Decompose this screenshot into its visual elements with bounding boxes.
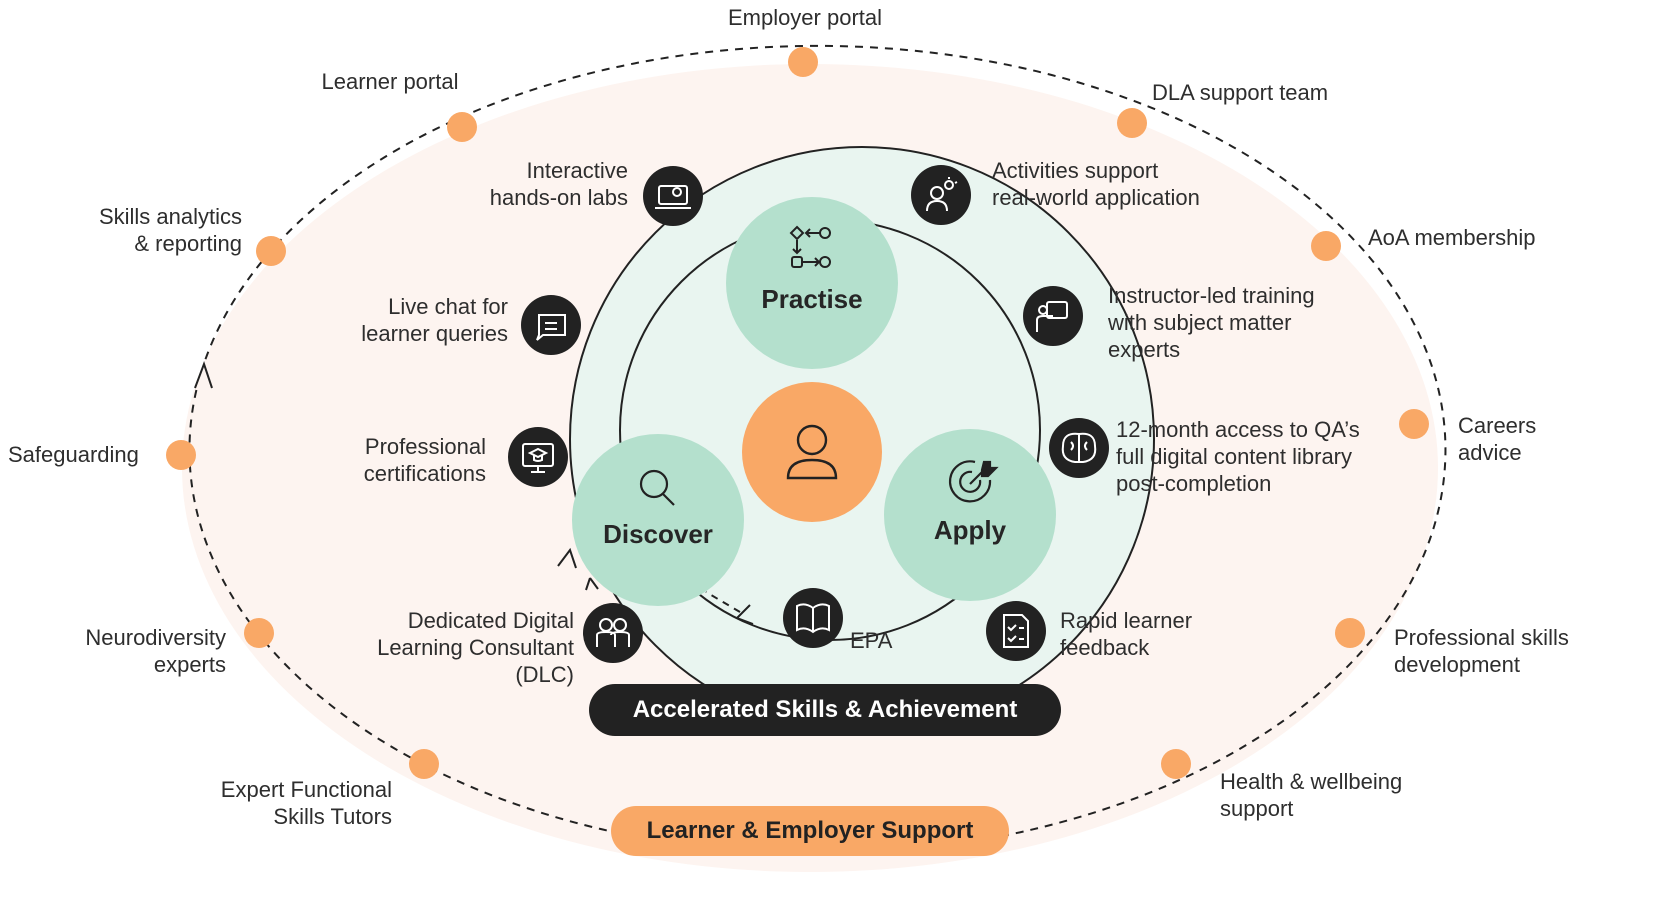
inner-label-dedicated-dlc: Dedicated Digital Learning Consultant (D…	[377, 608, 574, 687]
inner-label-rapid-learner-feedback: Rapid learner feedback	[1060, 608, 1193, 660]
inner-label-instructor-led-training: Instructor-led training with subject mat…	[1108, 283, 1315, 362]
outer-banner-bg	[611, 806, 1009, 856]
outer-node-dot-expert-functional-skills-tutors	[409, 749, 439, 779]
inner-node-interactive-labs	[643, 166, 703, 226]
outer-node-dot-professional-skills-development	[1335, 618, 1365, 648]
outer-label-safeguarding: Safeguarding	[8, 442, 139, 467]
outer-node-dot-employer-portal	[788, 47, 818, 77]
outer-node-dot-learner-portal	[447, 112, 477, 142]
outer-label-aoa-membership: AoA membership	[1368, 225, 1536, 250]
brain-icon	[1061, 432, 1097, 463]
outer-label-health-wellbeing-support: Health & wellbeing support	[1220, 769, 1403, 821]
outer-node-dot-safeguarding	[166, 440, 196, 470]
inner-node-activities-support	[911, 165, 971, 225]
practise-phase-circle	[726, 197, 898, 369]
inner-label-interactive-labs: Interactive hands-on labs	[489, 158, 628, 210]
cycle-arrow-dashed	[705, 591, 741, 613]
outer-label-dla-support-team: DLA support team	[1152, 80, 1329, 105]
outer-label-employer-portal: Employer portal	[727, 5, 883, 30]
phase-label-discover: Discover	[603, 519, 713, 549]
discover-phase-circle	[572, 434, 744, 606]
apply-phase-circle	[884, 429, 1056, 601]
phase-label-practise: Practise	[761, 284, 863, 314]
target-dart-icon	[948, 460, 999, 503]
person-lightbulb-icon	[926, 177, 958, 212]
outer-ring-arrowhead	[194, 361, 213, 389]
outer-node-dot-careers-advice	[1399, 409, 1429, 439]
outer-node-dot-health-wellbeing-support	[1161, 749, 1191, 779]
open-book-icon	[796, 603, 830, 634]
outer-label-neurodiversity-experts: Neurodiversity experts	[85, 625, 226, 677]
outer-label-expert-functional-skills-tutors: Expert Functional Skills Tutors	[220, 777, 392, 829]
learner-center-circle	[742, 382, 882, 522]
inner-label-live-chat: Live chat for learner queries	[361, 294, 508, 346]
outer-banner: Learner & Employer Support	[646, 817, 974, 844]
outer-label-skills-analytics-reporting: Skills analytics & reporting	[98, 204, 242, 256]
person-icon	[786, 424, 838, 480]
outer-node-dot-skills-analytics-reporting	[256, 236, 286, 266]
phase-label-apply: Apply	[933, 515, 1007, 545]
outer-node-dot-neurodiversity-experts	[244, 618, 274, 648]
outer-label-professional-skills-development: Professional skills development	[1394, 625, 1569, 677]
inner-ring-arrowhead	[585, 577, 599, 591]
inner-node-rapid-learner-feedback	[986, 601, 1046, 661]
inner-outer-arrowhead	[557, 547, 577, 569]
graduation-screen-icon	[522, 443, 554, 473]
presenter-board-icon	[1036, 301, 1068, 332]
inner-node-live-chat	[521, 295, 581, 355]
cycle-arrowhead	[735, 604, 754, 625]
outer-label-careers-advice: Careers advice	[1458, 413, 1537, 465]
inner-label-activities-support: Activities support real-world applicatio…	[992, 158, 1200, 210]
outer-node-dot-dla-support-team	[1117, 108, 1147, 138]
workflow-icon	[789, 225, 831, 268]
laptop-gear-icon	[655, 185, 691, 209]
inner-label-epa: EPA	[850, 628, 893, 653]
chat-bubble-icon	[536, 314, 566, 341]
inner-label-content-library-access: 12-month access to QA’s full digital con…	[1116, 417, 1360, 496]
magnifier-icon	[639, 469, 675, 506]
inner-banner-bg	[589, 684, 1061, 736]
inner-banner: Accelerated Skills & Achievement	[632, 696, 1018, 723]
outer-ring-dashed-path	[188, 44, 1447, 855]
two-people-icon	[596, 618, 630, 647]
checklist-document-icon	[1003, 614, 1029, 648]
outer-label-learner-portal: Learner portal	[321, 69, 459, 94]
inner-label-professional-certifications: Professional certifications	[363, 434, 486, 486]
outer-node-dot-aoa-membership	[1311, 231, 1341, 261]
